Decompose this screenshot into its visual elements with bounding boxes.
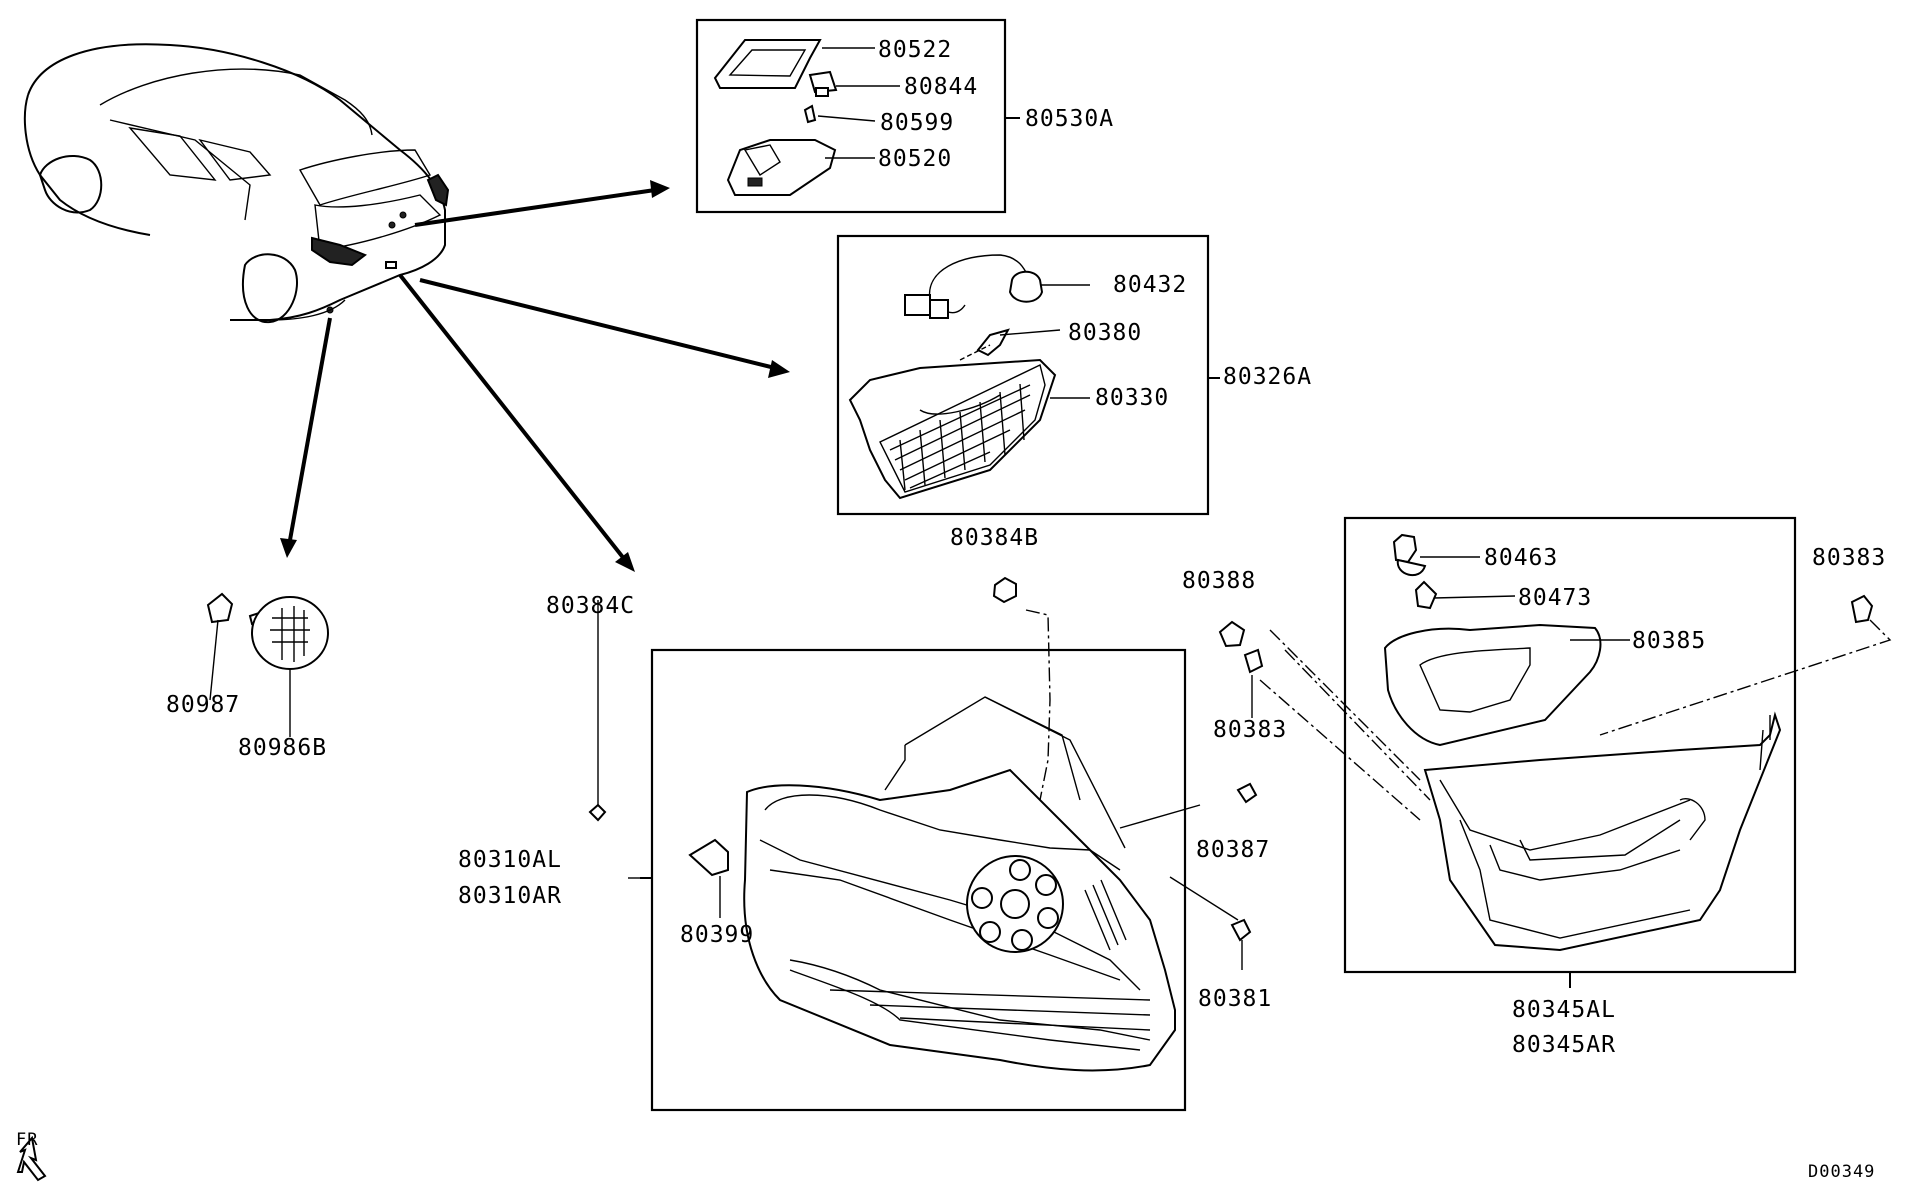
tail-lamp-assembly bbox=[588, 600, 1187, 1112]
label-80384C: 80384C bbox=[546, 593, 635, 619]
fasteners bbox=[992, 576, 1892, 970]
side-reflector bbox=[206, 592, 329, 737]
label-80599: 80599 bbox=[880, 110, 954, 136]
label-80326A: 80326A bbox=[1223, 364, 1312, 390]
part-labels: 80522 80844 80599 80520 80530A 80432 803… bbox=[16, 37, 1886, 1182]
label-80330: 80330 bbox=[1095, 385, 1169, 411]
label-80381: 80381 bbox=[1198, 986, 1272, 1012]
label-80387: 80387 bbox=[1196, 837, 1270, 863]
label-80384B: 80384B bbox=[950, 525, 1039, 551]
label-80463: 80463 bbox=[1484, 545, 1558, 571]
front-direction-symbol bbox=[16, 1135, 47, 1182]
license-lamp-assembly bbox=[695, 18, 1020, 214]
label-80520: 80520 bbox=[878, 146, 952, 172]
lens-grid bbox=[889, 383, 1031, 491]
diagram-code: D00349 bbox=[1808, 1162, 1875, 1182]
label-80399: 80399 bbox=[680, 922, 754, 948]
label-80383-right: 80383 bbox=[1812, 545, 1886, 571]
label-80388: 80388 bbox=[1182, 568, 1256, 594]
label-80310AR: 80310AR bbox=[458, 883, 562, 909]
label-80986B: 80986B bbox=[238, 735, 327, 761]
label-80383-mid: 80383 bbox=[1213, 717, 1287, 743]
inner-tail-lamp-assembly bbox=[1343, 516, 1797, 988]
label-80432: 80432 bbox=[1113, 272, 1187, 298]
label-80987: 80987 bbox=[166, 692, 240, 718]
label-80345AL: 80345AL bbox=[1512, 997, 1616, 1023]
label-80345AR: 80345AR bbox=[1512, 1032, 1616, 1058]
label-80473: 80473 bbox=[1518, 585, 1592, 611]
label-80844: 80844 bbox=[904, 74, 978, 100]
label-80522: 80522 bbox=[878, 37, 952, 63]
direction-label: FR bbox=[16, 1130, 38, 1150]
label-80530A: 80530A bbox=[1025, 106, 1114, 132]
vehicle-outline bbox=[23, 43, 450, 324]
label-80380: 80380 bbox=[1068, 320, 1142, 346]
label-80310AL: 80310AL bbox=[458, 847, 562, 873]
rear-fog-lamp-assembly bbox=[836, 234, 1220, 516]
label-80385: 80385 bbox=[1632, 628, 1706, 654]
callout-arrows bbox=[280, 180, 790, 572]
